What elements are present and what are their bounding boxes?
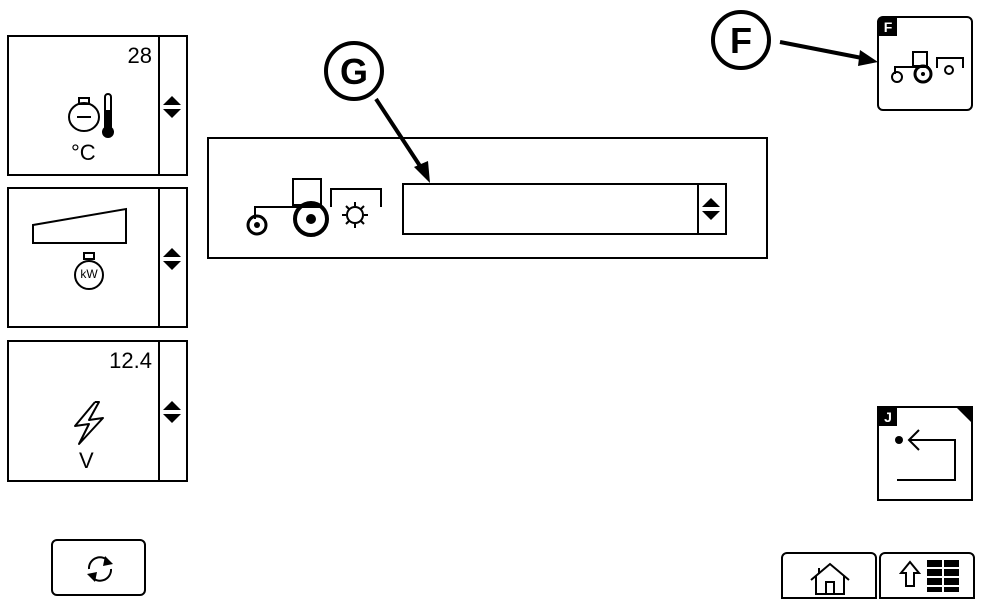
tractor-implement-settings-icon xyxy=(246,178,382,237)
up-down-arrows-icon xyxy=(163,401,181,423)
softkey-f-badge: F xyxy=(879,18,897,36)
engine-power-kw-icon: kW xyxy=(73,251,105,291)
up-down-arrows-icon xyxy=(702,198,720,220)
voltage-scroll[interactable] xyxy=(158,342,186,480)
corner-indicator-icon xyxy=(957,408,971,422)
implement-selector-arrows[interactable] xyxy=(697,185,725,233)
callout-g: G xyxy=(324,41,384,101)
callout-f: F xyxy=(711,10,771,70)
refresh-button[interactable] xyxy=(51,539,146,596)
engine-temp-unit: °C xyxy=(71,140,96,165)
engine-temp-scroll[interactable] xyxy=(158,37,186,174)
return-arrow-icon xyxy=(895,429,956,481)
menu-grid-icon xyxy=(927,560,959,592)
callout-g-arrow xyxy=(374,97,430,183)
main-menu-button[interactable] xyxy=(879,552,975,599)
up-down-arrows-icon xyxy=(163,96,181,118)
voltage-panel: 12.4 V xyxy=(7,340,188,482)
tractor-implement-icon xyxy=(891,51,964,84)
up-down-arrows-icon xyxy=(163,248,181,270)
return-softkey-j[interactable]: J xyxy=(877,406,973,501)
voltage-value: 12.4 xyxy=(109,348,152,373)
engine-power-panel: kW xyxy=(7,187,188,328)
softkey-j-badge: J xyxy=(879,408,897,426)
up-arrow-icon xyxy=(899,560,921,587)
implement-setting-box xyxy=(207,137,768,259)
kw-label: kW xyxy=(80,267,98,281)
implement-selector[interactable] xyxy=(402,183,727,235)
callout-f-arrow xyxy=(779,40,878,66)
lightning-bolt-icon xyxy=(74,401,104,445)
engine-power-scroll[interactable] xyxy=(158,189,186,326)
refresh-icon xyxy=(87,556,113,582)
home-button[interactable] xyxy=(781,552,877,599)
load-wedge-icon xyxy=(32,207,127,244)
engine-temperature-icon xyxy=(68,93,114,138)
implement-softkey-f[interactable]: F xyxy=(877,16,973,111)
engine-temp-panel: 28 °C xyxy=(7,35,188,176)
home-icon xyxy=(810,562,850,595)
engine-temp-value: 28 xyxy=(127,43,152,68)
voltage-unit: V xyxy=(79,448,94,473)
